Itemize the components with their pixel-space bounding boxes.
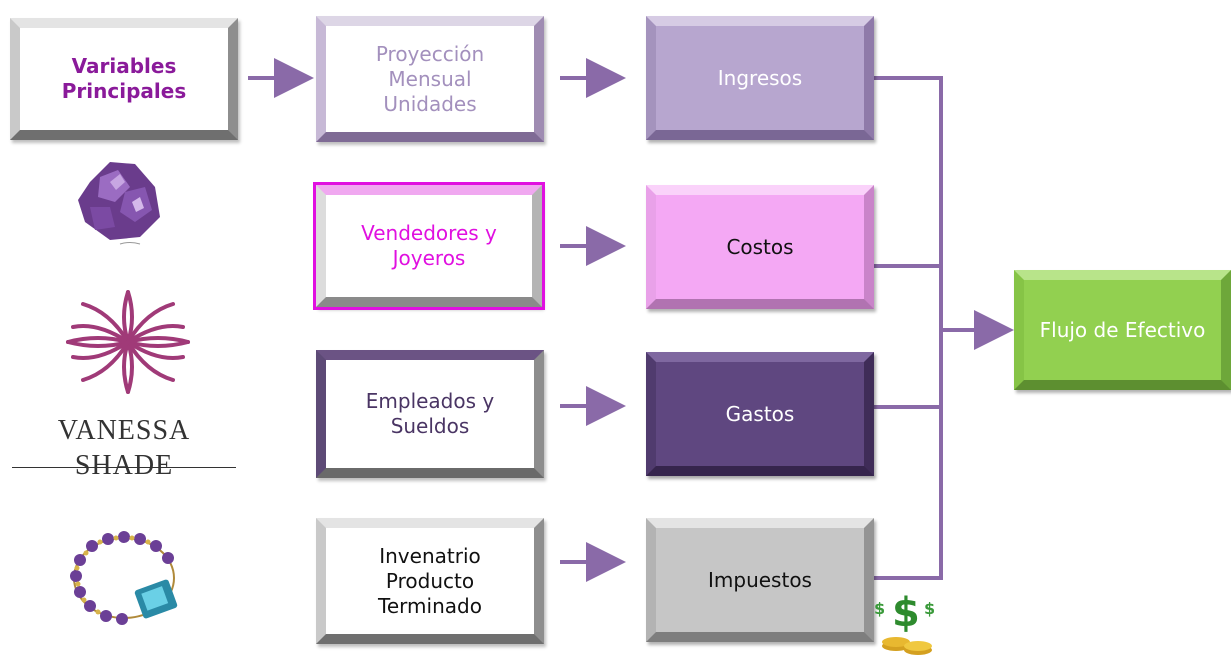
vendedores-label: Vendedores y Joyeros <box>361 221 497 270</box>
costos-label: Costos <box>726 234 794 259</box>
svg-text:$: $ <box>924 599 935 618</box>
svg-text:$: $ <box>892 590 920 636</box>
impuestos-label: Impuestos <box>708 567 812 592</box>
amethyst-crystal-image <box>78 162 160 245</box>
inventario-label: Invenatrio Producto Terminado <box>378 543 482 618</box>
money-icon: $ $ $ <box>874 590 935 655</box>
brand-name: VANESSA SHADE <box>57 414 191 481</box>
flujo-label: Flujo de Efectivo <box>1039 317 1206 342</box>
bracket-ingresos <box>874 76 943 330</box>
box-flujo-efectivo: Flujo de Efectivo <box>1014 270 1231 390</box>
box-ingresos: Ingresos <box>646 16 874 140</box>
box-vendedores-joyeros: Vendedores y Joyeros <box>313 182 545 310</box>
variables-principales-label: Variables Principales <box>61 54 187 103</box>
gastos-label: Gastos <box>725 401 795 426</box>
bracket-gastos <box>874 330 943 409</box>
ingresos-label: Ingresos <box>717 65 803 90</box>
bracket-impuestos <box>874 330 943 580</box>
amethyst-bracelet-image <box>70 531 178 625</box>
box-inventario-producto: Invenatrio Producto Terminado <box>316 518 544 644</box>
box-proyeccion-mensual: Proyección Mensual Unidades <box>316 16 544 142</box>
vanessa-shade-logo-emblem <box>66 290 190 394</box>
svg-text:$: $ <box>874 599 885 618</box>
box-gastos: Gastos <box>646 352 874 476</box>
box-impuestos: Impuestos <box>646 518 874 642</box>
vanessa-shade-logo-text: VANESSA SHADE <box>12 415 236 481</box>
box-empleados-sueldos: Empleados y Sueldos <box>316 350 544 478</box>
box-variables-principales: Variables Principales <box>10 18 238 140</box>
proyeccion-label: Proyección Mensual Unidades <box>375 41 485 116</box>
box-costos: Costos <box>646 185 874 309</box>
empleados-label: Empleados y Sueldos <box>365 389 495 438</box>
